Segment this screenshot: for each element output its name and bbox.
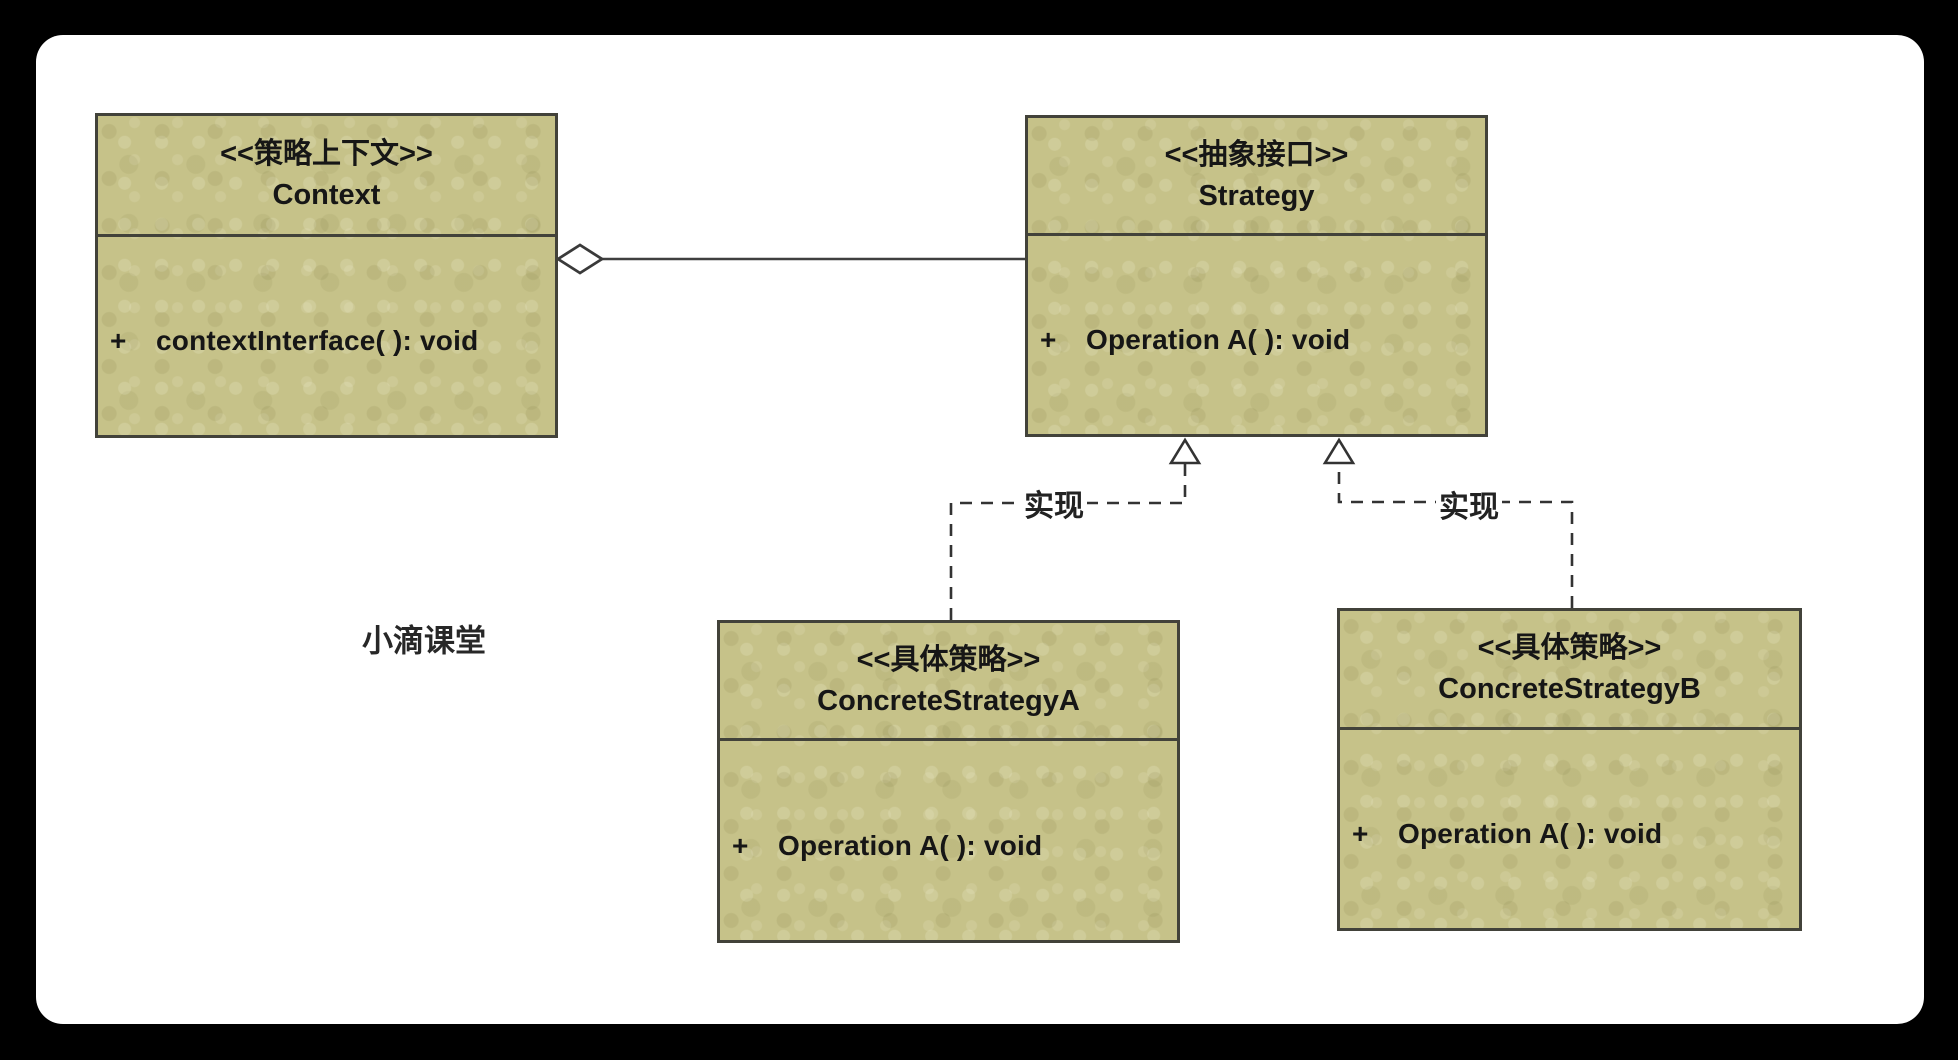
visibility-symbol: + — [110, 325, 127, 356]
class-box-concrete-strategy-a: <<具体策略>> ConcreteStrategyA + Operation A… — [717, 620, 1180, 943]
method-signature: Operation A( ): void — [1398, 818, 1663, 849]
realization-b-label: 实现 — [1436, 482, 1502, 526]
class-name: ConcreteStrategyA — [817, 684, 1080, 717]
class-name: Strategy — [1198, 179, 1315, 212]
visibility-symbol: + — [1352, 818, 1369, 849]
method-row: + Operation A( ): void — [1340, 818, 1662, 850]
class-title-concrete-strategy-a: <<具体策略>> ConcreteStrategyA — [720, 623, 1177, 741]
method-row: + Operation A( ): void — [720, 830, 1042, 862]
watermark-text: 小滴课堂 — [362, 623, 486, 659]
method-row: + contextInterface( ): void — [98, 325, 478, 357]
class-body-concrete-strategy-a: + Operation A( ): void — [720, 741, 1177, 940]
class-body-strategy: + Operation A( ): void — [1028, 236, 1485, 434]
realization-a-label: 实现 — [1021, 481, 1087, 525]
class-title-concrete-strategy-b: <<具体策略>> ConcreteStrategyB — [1340, 611, 1799, 730]
class-body-context: + contextInterface( ): void — [98, 237, 555, 435]
method-signature: Operation A( ): void — [1086, 324, 1351, 355]
class-box-context: <<策略上下文>> Context + contextInterface( ):… — [95, 113, 558, 438]
method-signature: Operation A( ): void — [778, 829, 1043, 861]
class-body-concrete-strategy-b: + Operation A( ): void — [1340, 730, 1799, 928]
class-name: Context — [272, 179, 381, 211]
stereotype-label: <<具体策略>> — [856, 643, 1041, 676]
stereotype-label: <<策略上下文>> — [220, 138, 433, 170]
method-signature: contextInterface( ): void — [156, 325, 479, 356]
visibility-symbol: + — [1040, 324, 1057, 355]
class-box-strategy: <<抽象接口>> Strategy + Operation A( ): void — [1025, 115, 1488, 437]
class-title-context: <<策略上下文>> Context — [98, 116, 555, 237]
visibility-symbol: + — [732, 829, 749, 861]
class-name: ConcreteStrategyB — [1438, 673, 1701, 705]
stereotype-label: <<抽象接口>> — [1164, 138, 1349, 171]
class-title-strategy: <<抽象接口>> Strategy — [1028, 118, 1485, 236]
stereotype-label: <<具体策略>> — [1477, 632, 1662, 664]
class-box-concrete-strategy-b: <<具体策略>> ConcreteStrategyB + Operation A… — [1337, 608, 1802, 931]
method-row: + Operation A( ): void — [1028, 324, 1350, 356]
